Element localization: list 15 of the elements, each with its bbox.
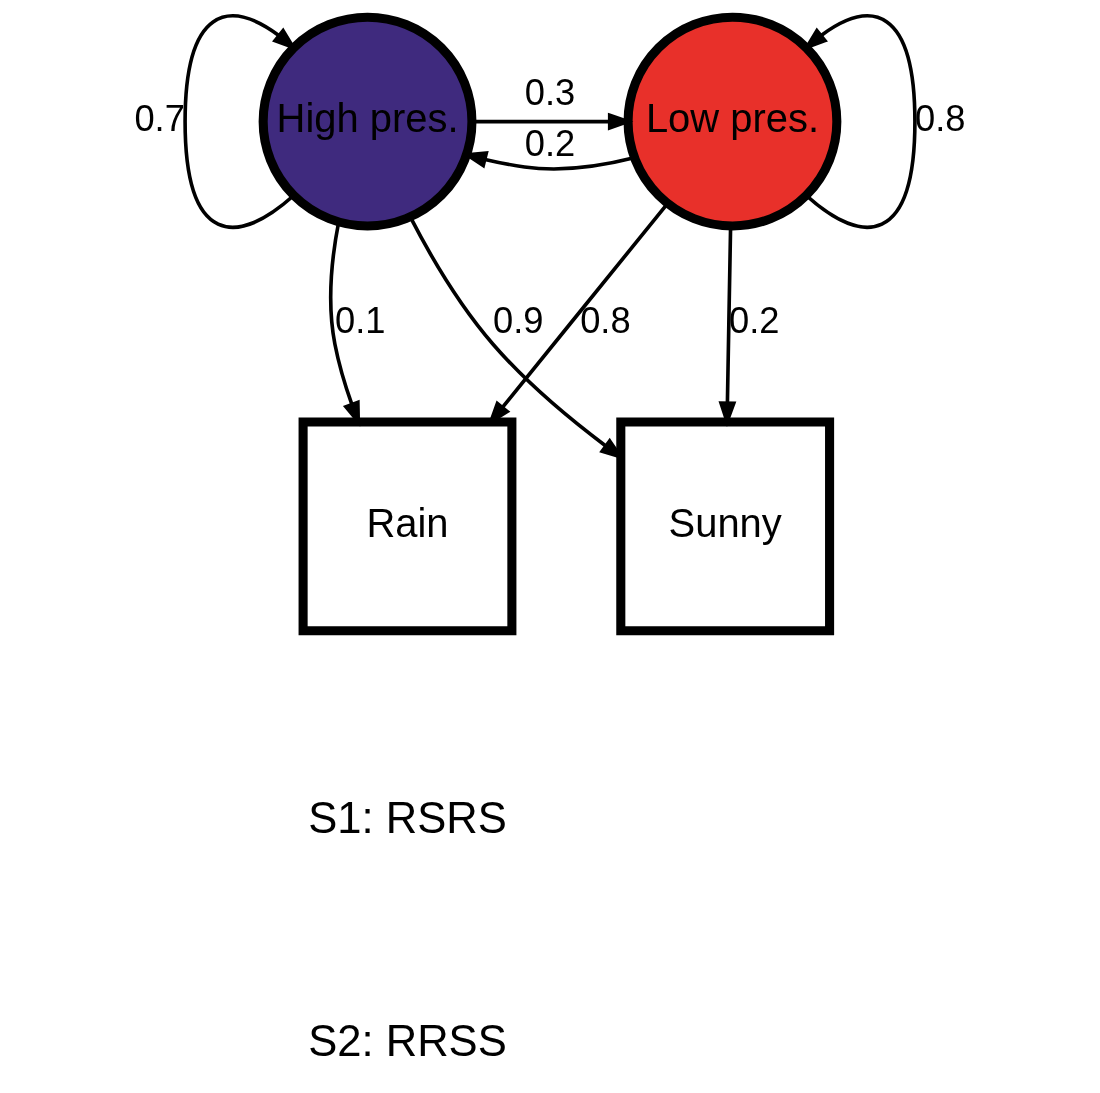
edge-label: 0.9 [493, 300, 544, 342]
label: S1: RSRS [308, 793, 507, 842]
node-circle: High pres. [258, 12, 477, 231]
edge-label: 0.7 [134, 97, 185, 139]
edge-label: 0.2 [524, 123, 576, 165]
arrow [183, 14, 298, 229]
label: S2: RRSS [308, 1017, 507, 1065]
arrow [802, 14, 917, 229]
node-box: Sunny [616, 417, 835, 636]
edge-label: 0.8 [580, 300, 631, 342]
node-circle: Low pres. [623, 12, 842, 231]
edge-label: 0.2 [729, 300, 780, 342]
edge-label: 0.1 [335, 300, 386, 342]
edge-label: 0.3 [524, 72, 576, 114]
node-box: Rain [298, 417, 517, 636]
